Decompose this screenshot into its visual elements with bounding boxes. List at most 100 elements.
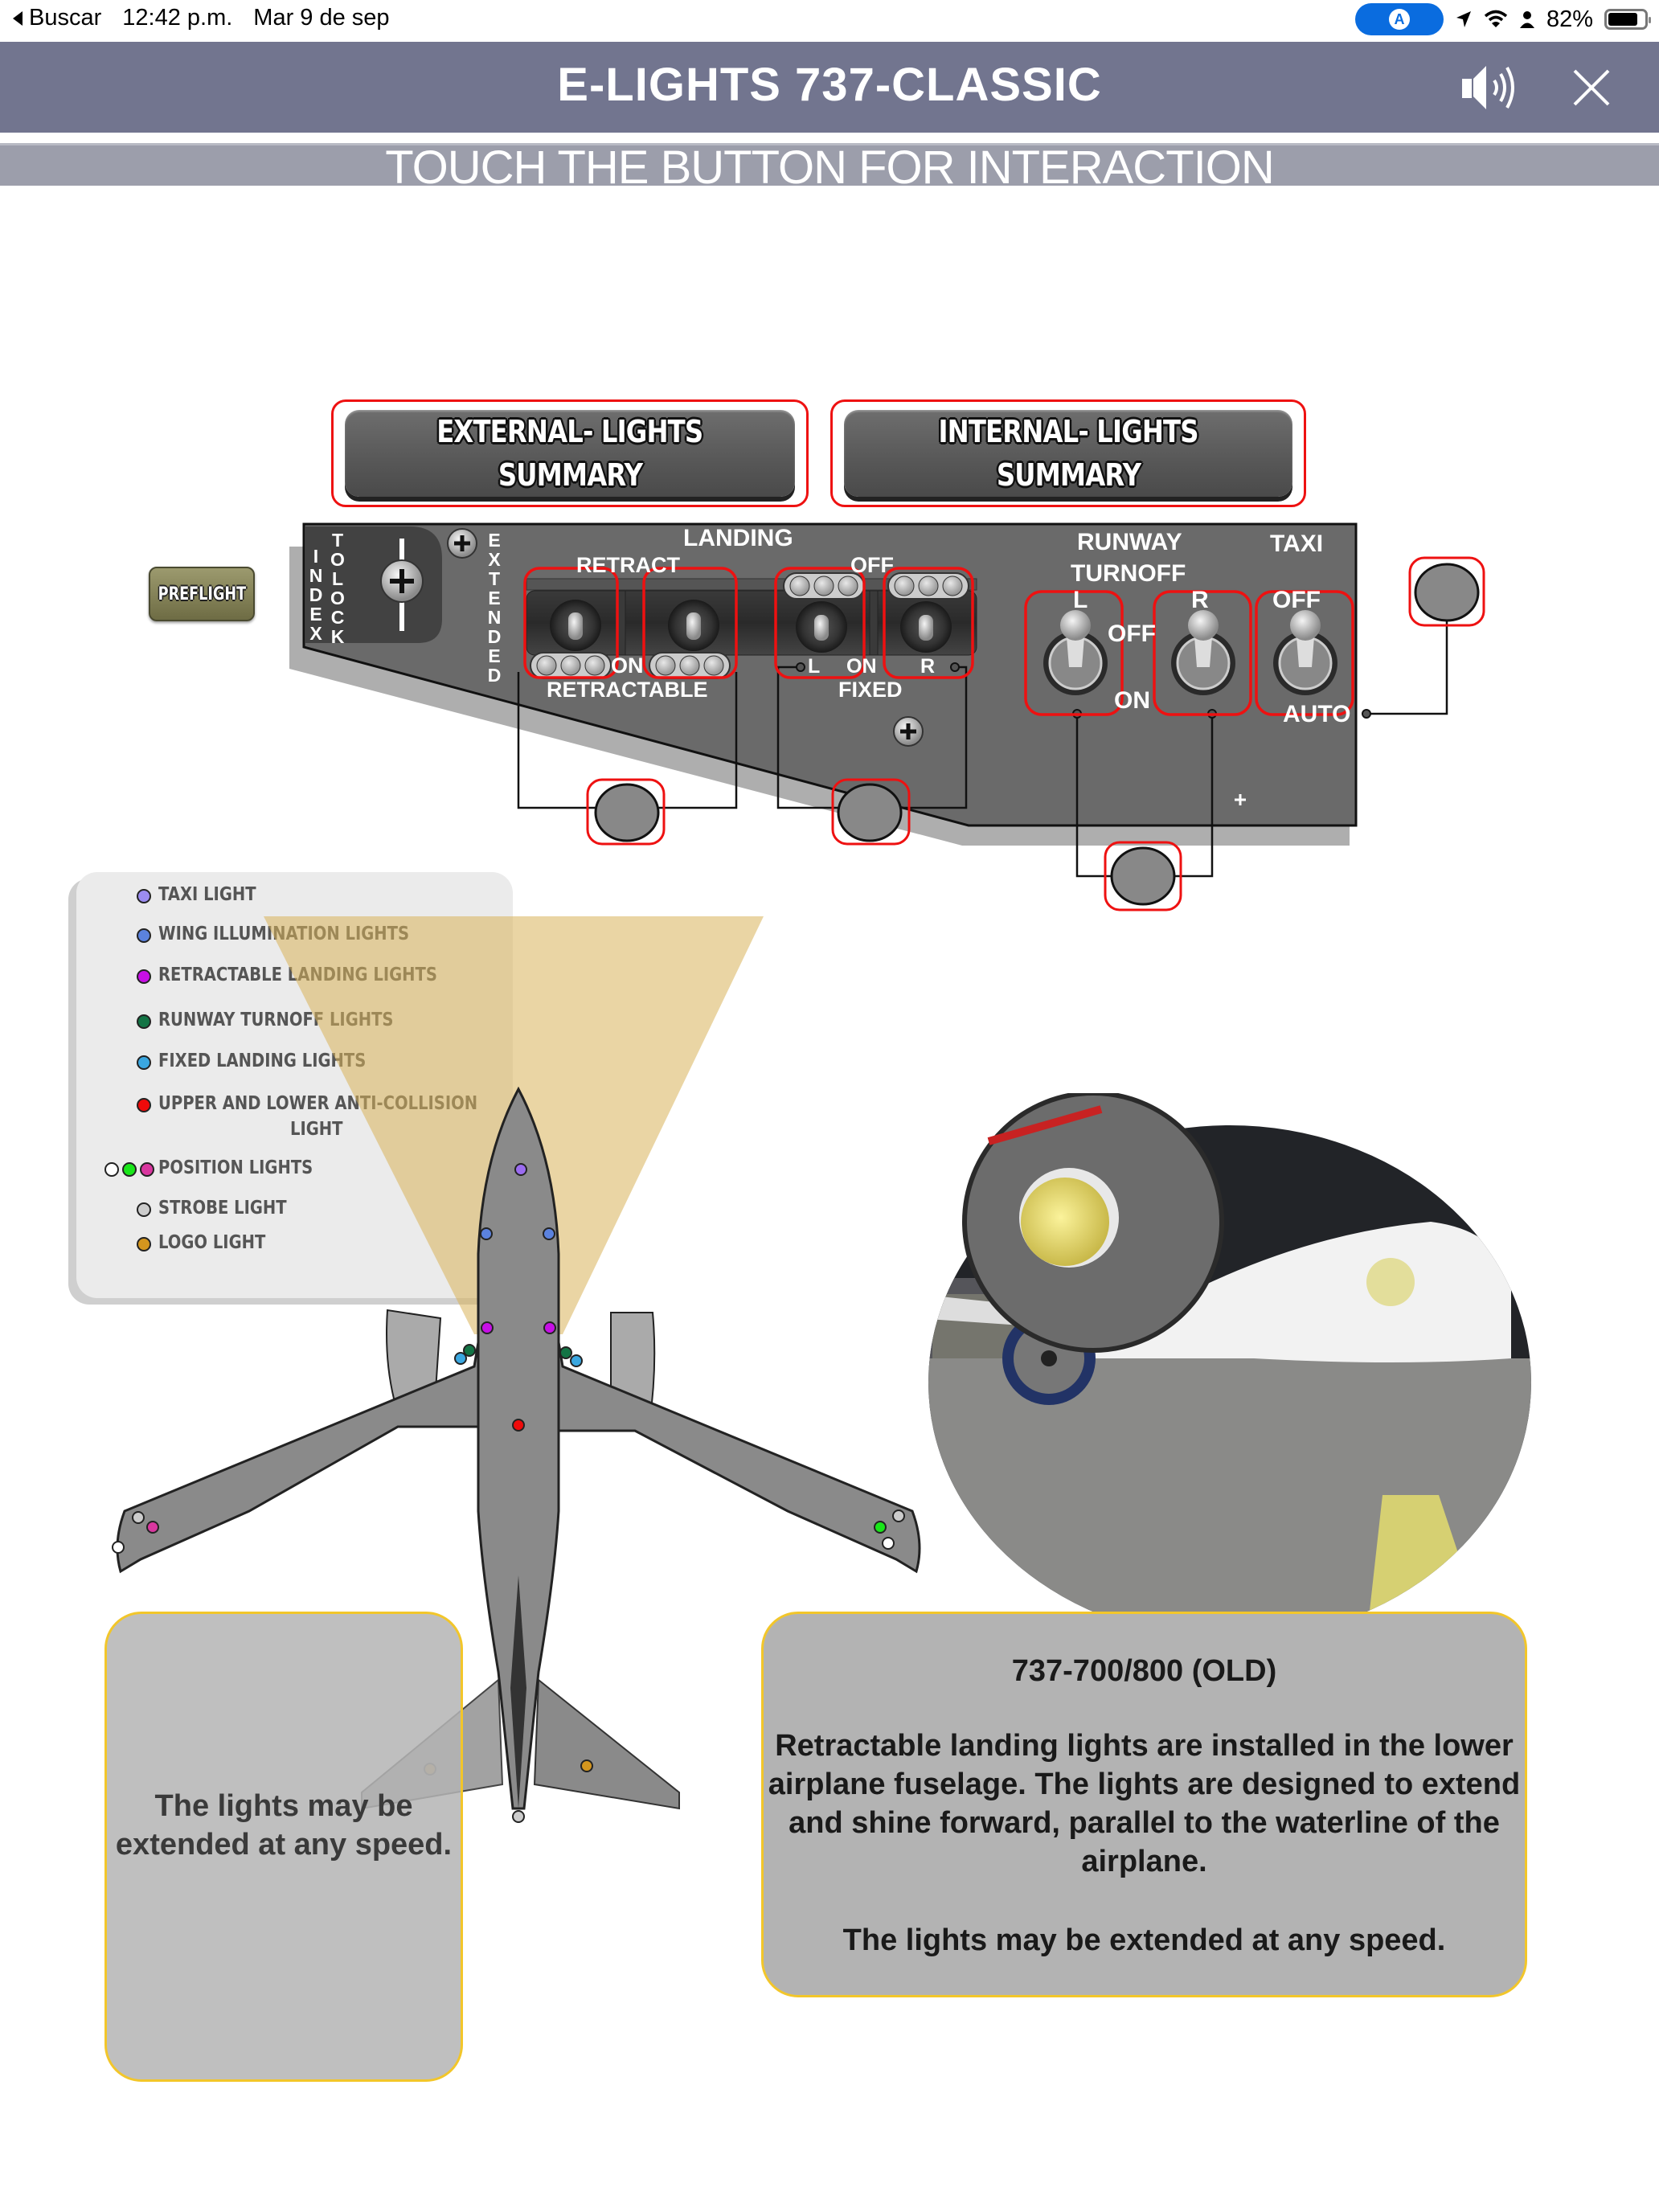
runway-turnoff-marker <box>463 1344 476 1357</box>
page-title: E-LIGHTS 737-CLASSIC <box>557 59 1102 111</box>
legend-color-dots <box>104 1162 154 1177</box>
right-stabilizer <box>533 1677 680 1810</box>
runway-turnoff-off-label: OFF <box>1108 621 1156 647</box>
taxi-light-marker <box>514 1163 527 1176</box>
taxi-light-switch <box>1273 610 1337 695</box>
person-icon <box>1519 11 1534 28</box>
preflight-button[interactable]: PREFLIGHT <box>149 567 255 621</box>
back-label: Buscar <box>29 5 102 31</box>
battery-percent: 82% <box>1546 6 1593 32</box>
logo-light-marker <box>580 1759 593 1772</box>
runway-label: RUNWAY <box>1077 529 1182 555</box>
legend-label: LOGO LIGHT <box>158 1232 266 1253</box>
position-light-right-marker <box>874 1521 887 1534</box>
location-arrow-icon <box>1456 11 1471 27</box>
fixed-l-label: L <box>808 655 821 678</box>
screw-cross <box>390 569 414 593</box>
retractable-left-hotspot[interactable] <box>523 567 619 679</box>
legend-dot-icon <box>137 1055 151 1070</box>
runway-turnoff-on-label: ON <box>1114 687 1150 714</box>
right-info-title: 737-700/800 (OLD) <box>1011 1654 1277 1688</box>
right-info-paragraph: Retractable landing lights are installed… <box>768 1729 1521 1878</box>
legend-color-dots <box>137 1237 151 1251</box>
legend-color-dots <box>137 969 151 984</box>
speaker-icon[interactable] <box>1459 61 1523 114</box>
close-icon[interactable] <box>1571 68 1612 108</box>
runway-turnoff-left-switch <box>1043 610 1108 695</box>
legend-dot-icon <box>137 969 151 984</box>
fixed-indicator-button[interactable] <box>831 778 911 846</box>
runway-turnoff-l-label: L <box>1073 587 1088 613</box>
landing-off-label: OFF <box>850 553 894 577</box>
runway-turnoff-right-hotspot[interactable] <box>1153 590 1252 716</box>
retractable-indicator-button[interactable] <box>586 778 666 846</box>
runway-turnoff-marker <box>559 1346 572 1359</box>
fixed-landing-marker <box>454 1352 467 1365</box>
wing-illumination-marker <box>480 1227 493 1240</box>
retractable-landing-marker <box>543 1321 556 1334</box>
fixed-on-label: ON <box>846 655 877 678</box>
fixed-left-hotspot[interactable] <box>774 567 866 679</box>
wing-illumination-marker <box>543 1227 555 1240</box>
wifi-icon <box>1484 10 1508 27</box>
position-light-left-marker <box>146 1521 159 1534</box>
back-to-search-button[interactable]: Buscar <box>13 5 101 31</box>
button-label-line2: SUMMARY <box>498 457 642 493</box>
fixed-r-label: R <box>920 655 936 678</box>
status-time: 12:42 p.m. <box>122 5 233 31</box>
runway-turnoff-indicator-button[interactable] <box>1104 841 1182 911</box>
internal-lights-summary-button[interactable]: INTERNAL- LIGHTS SUMMARY <box>844 410 1292 497</box>
internal-lights-summary-hotspot[interactable]: INTERNAL- LIGHTS SUMMARY <box>830 399 1306 507</box>
instruction-bar: TOUCH THE BUTTON FOR INTERACTION <box>0 141 1659 194</box>
back-arrow-icon <box>13 10 23 26</box>
landing-lights-panel <box>289 522 1485 911</box>
instruction-text: TOUCH THE BUTTON FOR INTERACTION <box>385 141 1275 194</box>
position-light-white-marker <box>112 1541 125 1554</box>
fixed-landing-marker <box>570 1354 583 1367</box>
strobe-light-marker <box>892 1509 905 1522</box>
retractable-on-label: ON <box>611 653 644 678</box>
runway-turnoff-r-label: R <box>1191 587 1209 613</box>
legend-dot-icon <box>137 1202 151 1217</box>
runway-turnoff-left-hotspot[interactable] <box>1024 590 1124 716</box>
taxi-hotspot[interactable] <box>1255 590 1354 716</box>
right-info-note: The lights may be extended at any speed. <box>842 1923 1446 1957</box>
status-date: Mar 9 de sep <box>253 5 390 31</box>
fixed-label: FIXED <box>838 678 903 702</box>
taxi-indicator-button[interactable] <box>1408 556 1485 627</box>
taxi-label: TAXI <box>1270 530 1324 557</box>
retractable-landing-marker <box>481 1321 494 1334</box>
position-light-white-marker <box>882 1537 895 1550</box>
legend-color-dots <box>137 1014 151 1029</box>
legend-color-dots <box>137 928 151 943</box>
navigation-pill[interactable]: A <box>1354 3 1444 35</box>
legend-dot-icon <box>137 1014 151 1029</box>
legend-label: POSITION LIGHTS <box>158 1157 313 1178</box>
external-lights-summary-hotspot[interactable]: EXTERNAL- LIGHTS SUMMARY <box>331 399 809 507</box>
anti-collision-marker <box>512 1419 525 1432</box>
left-info-text: The lights may be extended at any speed. <box>115 1789 453 1862</box>
button-label-line2: SUMMARY <box>996 457 1141 493</box>
legend-dot-icon <box>137 928 151 943</box>
turnoff-label: TURNOFF <box>1071 560 1186 587</box>
left-info-box: The lights may be extended at any speed. <box>104 1612 463 2082</box>
legend-label: STROBE LIGHT <box>158 1198 287 1219</box>
legend-label: TAXI LIGHT <box>158 884 256 905</box>
taxi-auto-label: AUTO <box>1283 701 1351 727</box>
landing-light-inset <box>962 1093 1224 1353</box>
external-lights-summary-button[interactable]: EXTERNAL- LIGHTS SUMMARY <box>345 410 795 497</box>
right-wing <box>553 1317 921 1574</box>
strobe-light-marker <box>132 1511 145 1524</box>
retractable-right-hotspot[interactable] <box>642 567 738 679</box>
legend-dot-icon <box>137 889 151 903</box>
retractable-left-switch <box>530 600 612 679</box>
legend-label: FIXED LANDING LIGHTS <box>158 1051 367 1071</box>
fixed-right-hotspot[interactable] <box>883 567 974 679</box>
status-bar: Buscar 12:42 p.m. Mar 9 de sep A 82% <box>0 0 1659 40</box>
legend-color-dots <box>137 1098 151 1112</box>
legend-dot-icon <box>122 1162 137 1177</box>
retractable-right-switch <box>649 600 731 679</box>
index-lock-area <box>305 526 442 643</box>
runway-turnoff-right-switch <box>1171 610 1235 695</box>
